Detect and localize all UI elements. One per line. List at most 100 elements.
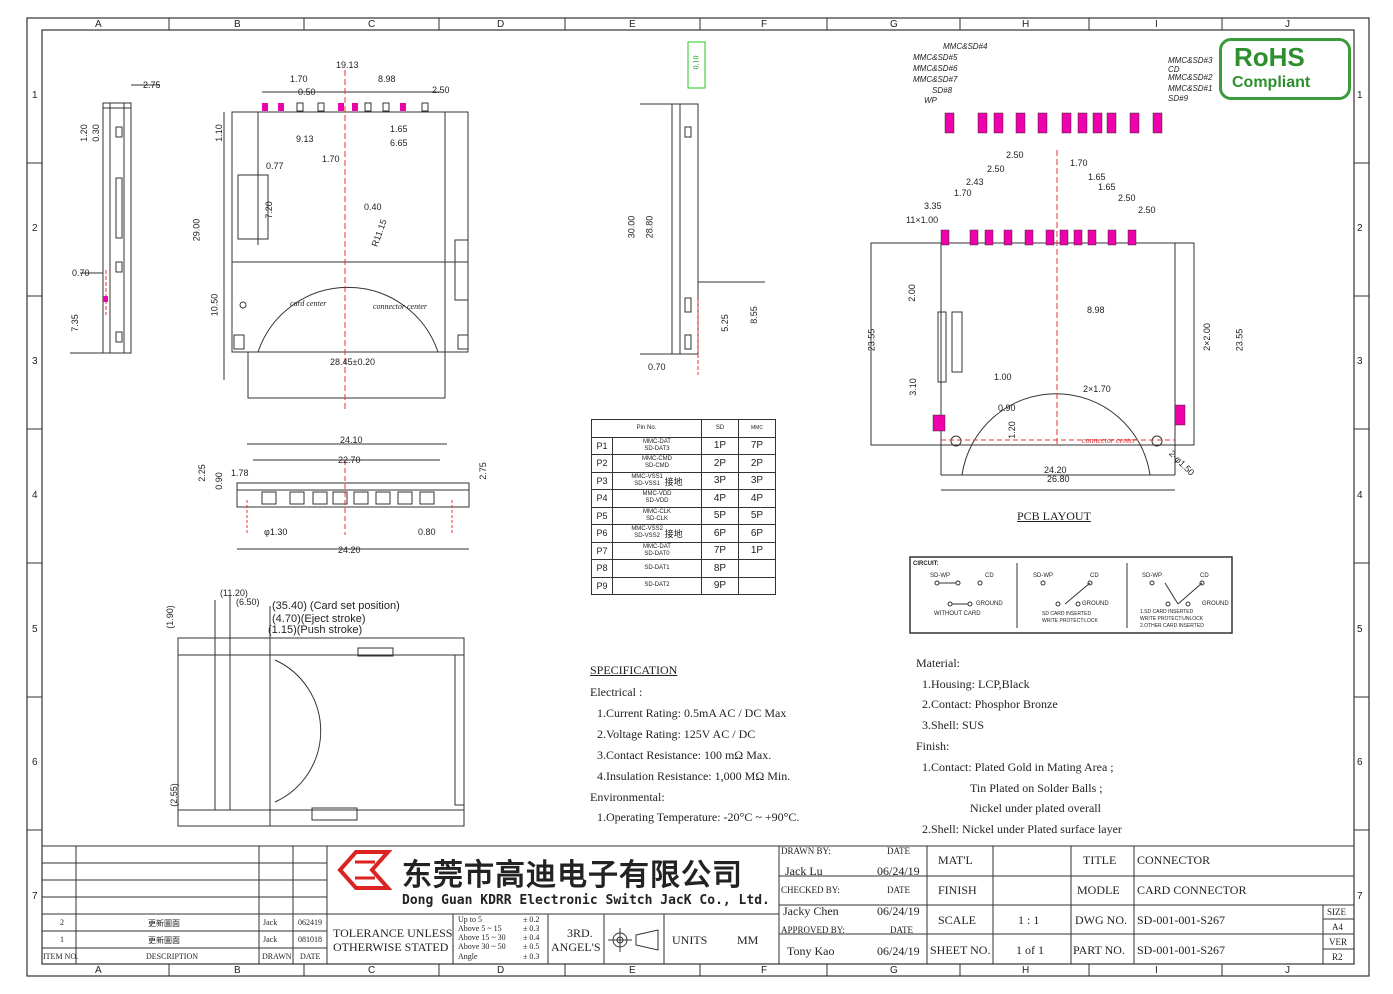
spec-title: SPECIFICATION <box>590 663 678 677</box>
dim-front-1-65: 1.65 <box>390 124 408 134</box>
tolerance-range: Up to 5 <box>458 915 482 924</box>
pin-note: 接地 <box>664 476 683 487</box>
dim-front-1-70b: 1.70 <box>322 154 340 164</box>
dim-side2-28-80: 28.80 <box>644 215 655 239</box>
label-pcb-connector-center: connector center <box>1082 436 1136 445</box>
circuit-label: GROUND <box>1082 601 1109 607</box>
rev-item: 2 <box>60 918 64 927</box>
side-view-right <box>640 103 765 355</box>
pin-sd: 9P <box>701 576 739 595</box>
dim-front-0-40: 0.40 <box>364 202 382 212</box>
dim-front-8-98: 8.98 <box>378 74 396 84</box>
grid-row-3-right: 3 <box>1357 356 1363 367</box>
grid-row-4-right: 4 <box>1357 490 1363 501</box>
grid-col-i-bottom: I <box>1155 965 1158 976</box>
dim-bottom-22-70: 22.70 <box>338 455 361 465</box>
pin-sd: 4P <box>701 489 739 508</box>
grid-row-3: 3 <box>32 356 38 367</box>
pin-mmc <box>738 559 776 578</box>
matl-label: MAT'L <box>938 853 973 867</box>
dim-pcb: 1.20 <box>1006 421 1017 439</box>
sheet-label: SHEET NO. <box>930 943 991 957</box>
grid-col-a: A <box>95 19 102 30</box>
tolerance-value: ± 0.5 <box>523 942 540 951</box>
ver-value: R2 <box>1332 952 1343 962</box>
pin-sd: 2P <box>701 454 739 473</box>
pin-id: P9 <box>591 576 613 595</box>
dim-front-19-13: 19.13 <box>336 60 359 70</box>
tolerance-value: ± 0.3 <box>523 924 540 933</box>
grid-row-6: 6 <box>32 757 38 768</box>
spec-line: 3.Contact Resistance: 100 mΩ Max. <box>597 748 772 762</box>
tolerance-value: ± 0.2 <box>523 915 540 924</box>
circuit-label: CD <box>1090 573 1099 579</box>
pin-sd: 1P <box>701 436 739 455</box>
pin-sd: 6P <box>701 524 739 543</box>
pin-table-header-pin: Pin No. <box>591 419 702 438</box>
circuit-label: SD CARD INSERTED <box>1042 611 1092 617</box>
dwg-value: SD-001-001-S267 <box>1137 913 1226 927</box>
checked-label: CHECKED BY: <box>781 885 840 895</box>
pin-id: P1 <box>591 436 613 455</box>
grid-col-b: B <box>234 19 241 30</box>
pcb-pin-label: MMC&SD#4 <box>943 42 988 51</box>
dim-bottom-0-90: 0.90 <box>213 472 224 490</box>
pin-sd: 3P <box>701 471 739 490</box>
rev-header-item: ITEM NO. <box>43 952 79 961</box>
rev-header-date: DATE <box>300 952 321 961</box>
units-label: UNITS <box>672 933 708 947</box>
pin-sd: 7P <box>701 541 739 560</box>
grid-row-7-right: 7 <box>1357 891 1363 902</box>
stroke-view <box>177 596 465 827</box>
spec-line: 2.Voltage Rating: 125V AC / DC <box>597 727 756 741</box>
circuit-label: SD-WP <box>930 573 950 579</box>
dim-pcb: 1.65 <box>1098 182 1116 192</box>
spec-line: 4.Insulation Resistance: 1,000 MΩ Min. <box>597 769 791 783</box>
size-value: A4 <box>1332 922 1343 932</box>
date-label: DATE <box>887 885 910 895</box>
grid-row-5: 5 <box>32 624 38 635</box>
dim-pcb: 1.65 <box>1088 172 1106 182</box>
dim-stroke-1-90: (1.90) <box>164 605 175 629</box>
grid-col-g-bottom: G <box>890 965 898 976</box>
grid-row-6-right: 6 <box>1357 757 1363 768</box>
grid-col-h: H <box>1022 19 1030 30</box>
pcb-pin-label: CD <box>1168 65 1180 74</box>
dim-stroke-push: (1.15)(Push stroke) <box>268 624 363 636</box>
dim-side2-8-55: 8.55 <box>748 306 759 324</box>
circuit-label: GROUND <box>976 601 1003 607</box>
spec-line: Electrical : <box>590 685 643 699</box>
pcb-layout-title: PCB LAYOUT <box>1017 509 1091 523</box>
dim-bottom-24-10: 24.10 <box>340 435 363 445</box>
ver-label: VER <box>1329 937 1347 947</box>
material-line: 2.Shell: Nickel under Plated surface lay… <box>922 822 1122 836</box>
drawn-name: Jack Lu <box>785 864 823 878</box>
dim-pcb: 11×1.00 <box>906 215 939 225</box>
pin-desc: MMC-VSS1 SD-VSS1 接地 <box>612 471 702 490</box>
pin-desc: MMC-CMD SD-CMD <box>612 454 702 473</box>
tolerance-range: Above 15 ~ 30 <box>458 933 506 942</box>
grid-col-b-bottom: B <box>234 965 241 976</box>
dim-front-0-77: 0.77 <box>266 161 284 171</box>
date-label: DATE <box>887 846 910 856</box>
circuit-label: SD-WP <box>1142 573 1162 579</box>
dim-pcb: 2×1.70 <box>1083 384 1111 394</box>
dim-side-2-75: 2.75 <box>143 80 161 90</box>
pin-desc: SD-DAT2 <box>612 576 702 595</box>
grid-col-e-bottom: E <box>629 965 636 976</box>
pin-desc: MMC-VDD SD-VDD <box>612 489 702 508</box>
modle-label: MODLE <box>1077 883 1120 897</box>
pcb-pin-label: MMC&SD#1 <box>1168 84 1213 93</box>
pcb-pin-label: WP <box>924 96 937 105</box>
grid-col-j-bottom: J <box>1285 965 1290 976</box>
dim-pcb: 3.35 <box>924 201 942 211</box>
dim-pcb: 2.50 <box>1006 150 1024 160</box>
grid-row-1-right: 1 <box>1357 90 1363 101</box>
grid-col-j: J <box>1285 19 1290 30</box>
